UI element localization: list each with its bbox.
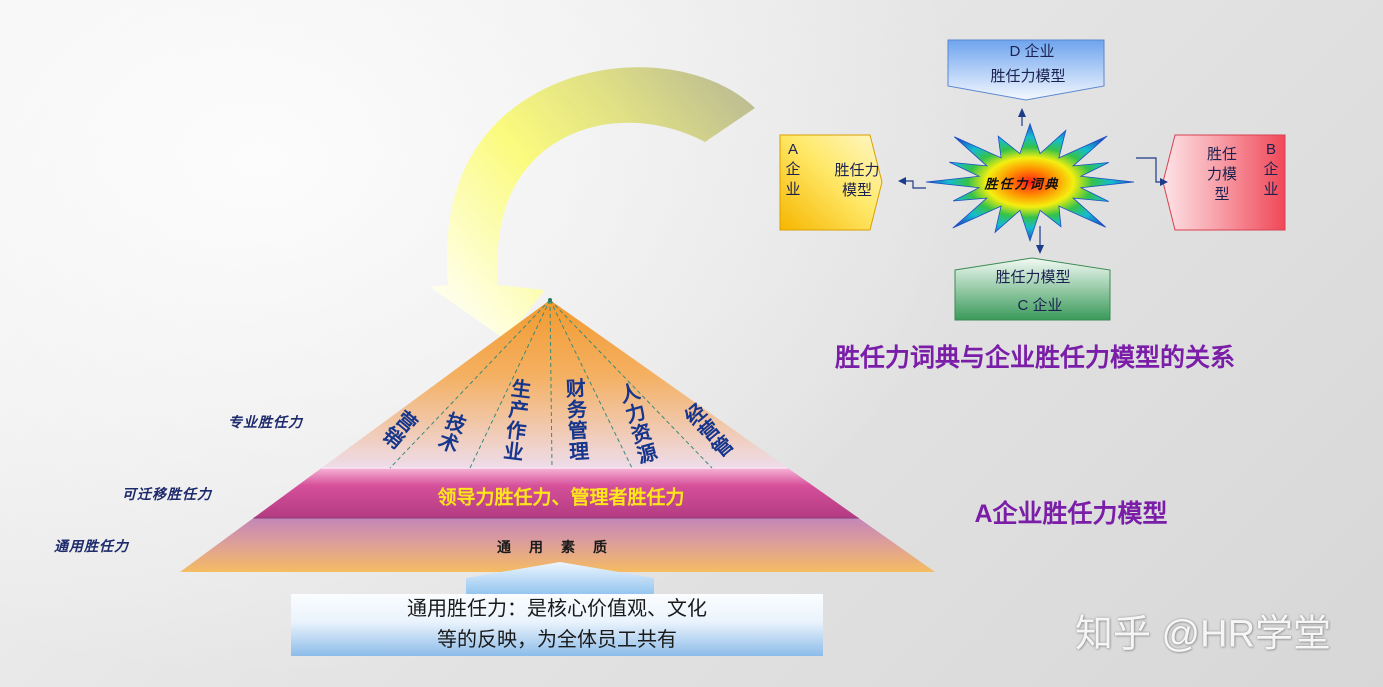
box-a-model-line: 模型 [841, 182, 873, 199]
box-a-company-line: A [787, 141, 799, 158]
box-a-shape [779, 134, 883, 231]
note-line: 等的反映，为全体员工共有 [437, 629, 677, 651]
connector-right [1136, 157, 1162, 183]
box-a-company-line: 业 [785, 181, 801, 198]
function-dividers [389, 299, 713, 469]
box-d-company: D 企业 [1009, 43, 1055, 60]
starburst [925, 122, 1135, 243]
base-band-label: 通用素质 [497, 540, 625, 556]
curved-arrow [430, 67, 755, 340]
dictionary-cluster [779, 39, 1286, 321]
box-c-company: C 企业 [1017, 297, 1063, 314]
box-b-company: B 企 业 [1263, 140, 1278, 200]
side-label-transferable: 可迁移胜任力 [122, 487, 212, 503]
box-a-company: A 企 业 [785, 140, 800, 200]
box-b-model-line: 力模 [1206, 166, 1238, 183]
side-label-professional: 专业胜任力 [228, 415, 303, 431]
box-a-model-line: 胜任力 [834, 162, 880, 179]
box-b-model-line: 型 [1214, 186, 1230, 203]
box-b-company-line: 业 [1263, 181, 1279, 198]
pyramid-apex [548, 298, 552, 302]
box-b-model-line: 胜任 [1206, 146, 1238, 163]
up-arrow [466, 562, 654, 596]
pyramid-middle-band [253, 468, 859, 518]
box-b-company-line: B [1265, 141, 1277, 158]
divider-line [389, 299, 551, 469]
connector-arrowheads [898, 108, 1168, 254]
box-c-shape [954, 257, 1111, 321]
relation-title: 胜任力词典与企业胜任力模型的关系 [834, 344, 1236, 372]
function-label: 财务管理 [561, 377, 589, 463]
dictionary-label: 胜任力词典 [984, 177, 1060, 193]
divider-line [549, 299, 633, 469]
arrowhead-right [1160, 178, 1168, 186]
general-competency-note: 通用胜任力：是核心价值观、文化 等的反映，为全体员工共有 [291, 594, 823, 656]
note-line: 通用胜任力：是核心价值观、文化 [407, 598, 707, 620]
middle-band-label: 领导力胜任力、管理者胜任力 [437, 487, 685, 509]
box-b-shape [1162, 134, 1286, 231]
divider-line [469, 299, 551, 469]
pyramid-top-section [321, 300, 788, 468]
pyramid-base-band [180, 518, 935, 572]
divider-line [549, 299, 713, 469]
box-b-company-line: 企 [1263, 161, 1279, 178]
watermark: 知乎 @HR学堂 [1075, 613, 1332, 656]
divider-line [549, 299, 553, 469]
arrowhead-left [898, 177, 906, 185]
connector-left [904, 180, 926, 189]
arrowhead-down [1036, 245, 1044, 254]
side-label-general: 通用胜任力 [54, 539, 129, 555]
box-a-company-line: 企 [785, 161, 801, 178]
model-title: A企业胜任力模型 [974, 500, 1168, 528]
box-c-model: 胜任力模型 [995, 269, 1071, 286]
box-d-shape [947, 39, 1105, 101]
arrowhead-up [1018, 108, 1026, 117]
connectors [904, 114, 1162, 247]
pyramid [180, 298, 935, 572]
box-a-model: 胜任力 模型 [834, 161, 879, 201]
box-d-model: 胜任力模型 [990, 68, 1066, 85]
box-b-model: 胜任 力模 型 [1207, 145, 1237, 205]
